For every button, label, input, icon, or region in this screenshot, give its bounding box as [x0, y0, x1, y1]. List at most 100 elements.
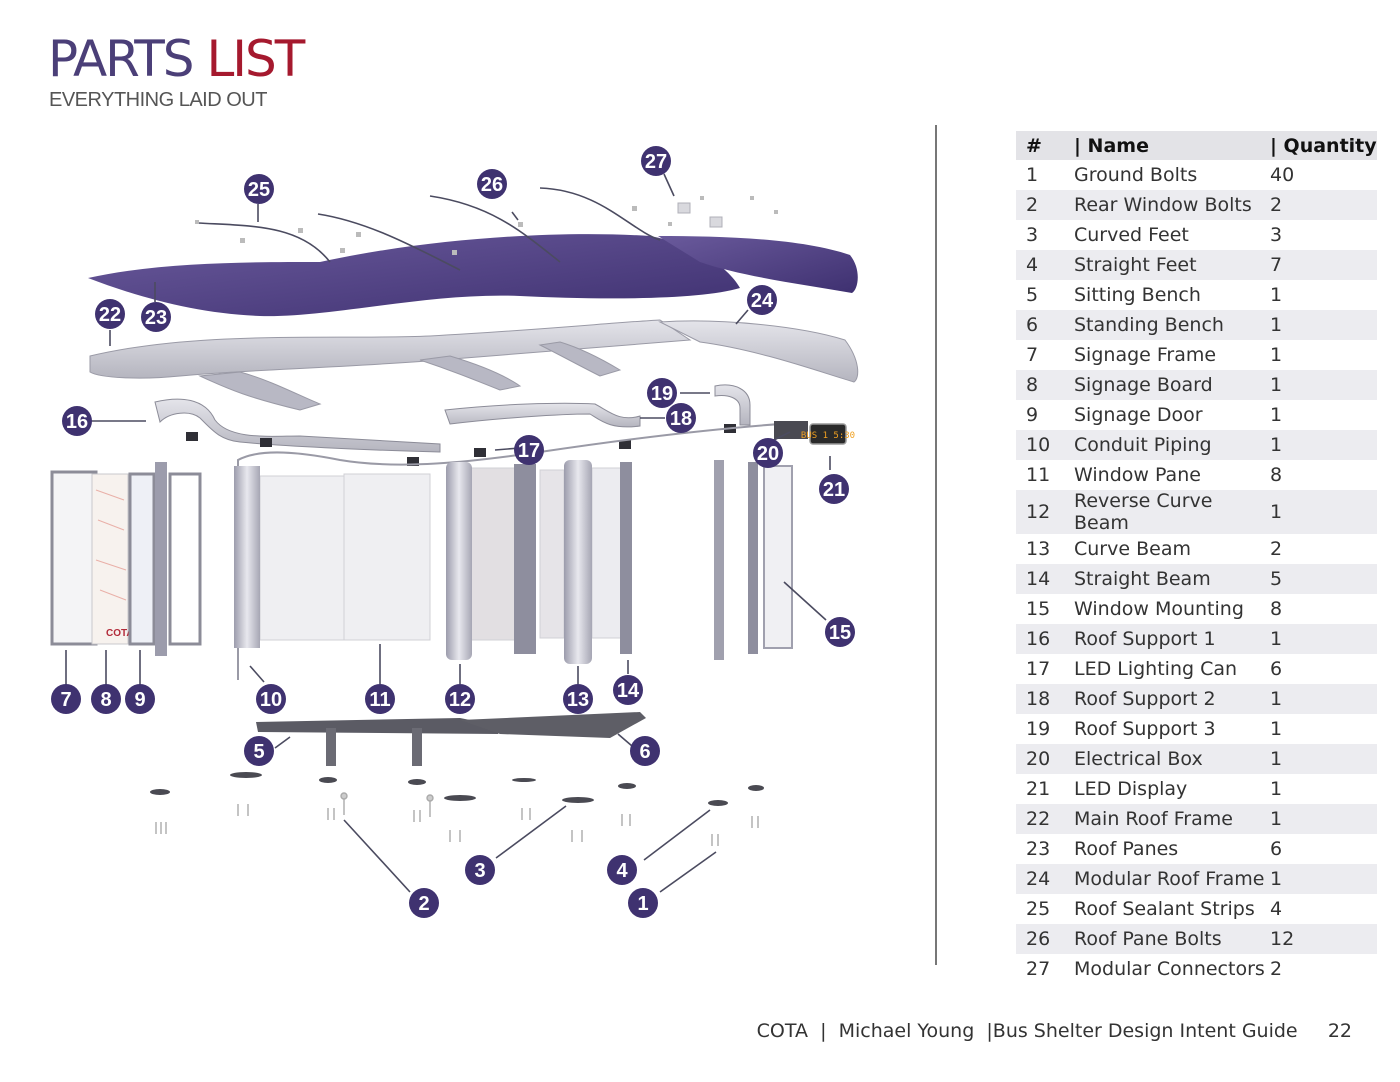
footer-author: Michael Young: [838, 1020, 975, 1042]
footer-org: COTA: [756, 1020, 809, 1042]
led-display-text: BUS 1 5:30: [801, 431, 855, 441]
callout-number: 13: [567, 689, 589, 711]
led-lighting-cans: [186, 424, 736, 466]
part-number: 14: [1016, 564, 1074, 594]
header-name: | Name: [1074, 131, 1270, 160]
part-name: Window Pane: [1074, 464, 1201, 486]
part-quantity: 40: [1270, 164, 1295, 186]
callout-number: 24: [751, 290, 774, 312]
part-name: Electrical Box: [1074, 744, 1270, 774]
callout-number: 7: [60, 689, 71, 711]
part-name: Signage Door: [1074, 404, 1203, 426]
roof-support-1: [154, 398, 441, 453]
part-quantity: 1: [1270, 718, 1283, 740]
header-num: #: [1016, 131, 1074, 160]
callout-number: 26: [481, 174, 503, 196]
callout-circle: [819, 474, 849, 504]
callout-number: 10: [260, 689, 282, 711]
callout-27: 27: [641, 146, 671, 176]
bench-leg-2: [412, 728, 422, 766]
straight-beam-a: [514, 464, 536, 654]
part-name: Window Mounting: [1074, 598, 1244, 620]
part-name: Ground Bolts: [1074, 164, 1198, 186]
callout-22: 22: [95, 299, 125, 329]
callout-circle: [365, 684, 395, 714]
window-pane-2: [343, 473, 431, 641]
part-quantity: 7: [1270, 250, 1377, 280]
roof-pane-bolts: [195, 196, 778, 255]
callout-circle: [51, 684, 81, 714]
part-quantity: 1: [1270, 284, 1283, 306]
part-name: LED Lighting Can: [1074, 658, 1238, 680]
part-name: Roof Panes: [1074, 838, 1179, 860]
callout-circle: [95, 299, 125, 329]
callout-circle: [256, 684, 286, 714]
part-name: Signage Frame: [1074, 344, 1217, 366]
modular-roof-pane: [658, 236, 858, 293]
part-quantity: 1: [1270, 310, 1377, 340]
callout-circle: [91, 684, 121, 714]
callout-number: 18: [670, 408, 692, 430]
part-name: Straight Beam: [1074, 564, 1270, 594]
callout-3: 3: [465, 855, 495, 885]
leader-lines: [65, 173, 831, 893]
window-pane-4: [539, 469, 565, 639]
part-number: 21: [1026, 778, 1051, 800]
part-quantity: 5: [1270, 564, 1377, 594]
callout-4: 4: [607, 855, 637, 885]
part-quantity: 1: [1270, 430, 1377, 460]
signage-frame-side: [168, 472, 202, 646]
part-name: Straight Feet: [1074, 250, 1270, 280]
roof-support-2: [444, 402, 641, 428]
callout-number: 25: [248, 179, 270, 201]
callout-number: 22: [99, 304, 121, 326]
part-number: 26: [1016, 924, 1074, 954]
part-quantity: 4: [1270, 898, 1283, 920]
part-quantity: 1: [1270, 490, 1377, 534]
part-number: 25: [1026, 898, 1051, 920]
callout-number: 19: [651, 383, 673, 405]
part-quantity: 6: [1270, 838, 1283, 860]
part-number: 27: [1026, 958, 1051, 980]
footer-page-number: 22: [1327, 1020, 1352, 1042]
part-number: 10: [1016, 430, 1074, 460]
callout-26: 26: [477, 169, 507, 199]
callout-number: 5: [253, 741, 264, 763]
window-pane-3: [469, 467, 519, 641]
part-quantity: 6: [1270, 658, 1283, 680]
part-name: Conduit Piping: [1074, 430, 1270, 460]
callout-number: 27: [645, 151, 667, 173]
signage-door: [128, 472, 156, 646]
callout-circle: [244, 174, 274, 204]
callout-1: 1: [628, 888, 658, 918]
part-quantity: 12: [1270, 924, 1377, 954]
callout-19: 19: [647, 378, 677, 408]
part-name: Modular Roof Frame: [1074, 864, 1270, 894]
part-number: 3: [1026, 224, 1039, 246]
curve-beam-left: [234, 466, 260, 648]
sealant-strip-4: [539, 187, 661, 241]
part-quantity: 8: [1270, 464, 1283, 486]
callout-8: 8: [91, 684, 121, 714]
part-name: Main Roof Frame: [1074, 804, 1270, 834]
callout-circle: [666, 403, 696, 433]
callout-12: 12: [445, 684, 475, 714]
callout-circle: [647, 378, 677, 408]
